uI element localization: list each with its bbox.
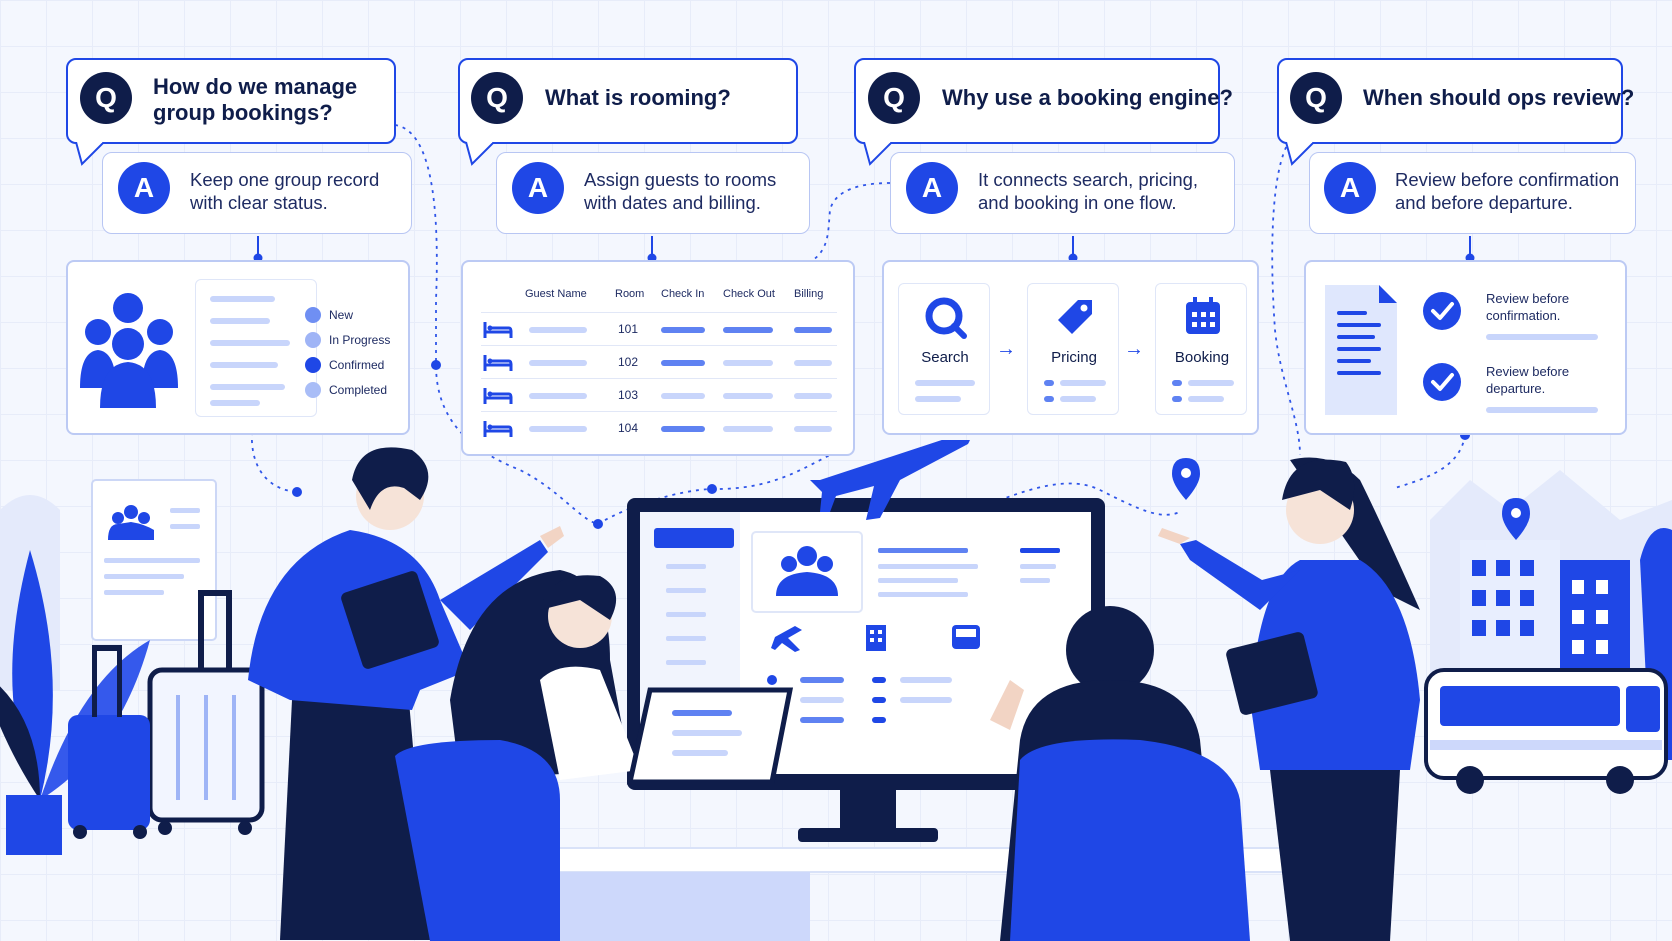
answer-text-2: Assign guests to rooms with dates and bi…: [584, 169, 777, 213]
table-row: 101: [461, 320, 855, 342]
review-item-1: Review before confirmation.: [1486, 291, 1570, 323]
record-line: [210, 400, 260, 406]
record-sheet: [195, 279, 317, 417]
status-dot-confirmed: [305, 357, 321, 373]
answer-text-1: Keep one group record with clear status.: [190, 169, 380, 213]
review-item-2: Review before departure.: [1486, 364, 1570, 396]
search-icon: [925, 297, 967, 339]
status-dot-new: [305, 307, 321, 323]
step-label-search: Search: [921, 349, 969, 366]
bed-icon: [483, 355, 513, 371]
bus-illustration: [1424, 668, 1668, 794]
col-header-check-in: Check In: [661, 288, 705, 300]
question-text-2: What is rooming?: [545, 85, 731, 110]
woman-standing-illustration: [1158, 457, 1420, 941]
profile-card-illustration: [91, 479, 217, 641]
bubble-tail-1: [75, 142, 105, 166]
record-line: [210, 318, 270, 324]
status-label-confirmed: Confirmed: [329, 358, 385, 372]
answer-text-3: It connects search, pricing, and booking…: [978, 169, 1199, 213]
rooming-table-panel: [461, 260, 855, 456]
status-label-new: New: [329, 308, 354, 322]
question-text-1: How do we manage group bookings?: [153, 74, 358, 125]
question-text-4: When should ops review?: [1363, 85, 1635, 110]
team-illustration: [0, 440, 1672, 941]
man-standing-illustration: [248, 447, 564, 940]
q-badge-2: Q: [471, 72, 523, 124]
bubble-tail-2: [465, 142, 495, 166]
a-badge-4: A: [1324, 162, 1376, 214]
room-number: 103: [618, 388, 639, 402]
a-badge-1: A: [118, 162, 170, 214]
record-line: [210, 384, 285, 390]
group-people-icon: [80, 293, 178, 408]
calendar-icon: [1186, 297, 1220, 334]
bed-icon: [483, 388, 513, 404]
table-row: 102: [461, 353, 855, 375]
airplane-icon: [810, 440, 970, 520]
price-tag-icon: [1058, 300, 1092, 334]
bubble-tail-4: [1285, 142, 1315, 166]
a-badge-3: A: [906, 162, 958, 214]
answer-text-4: Review before confirmation and before de…: [1395, 169, 1620, 213]
step-card-booking: Booking: [1155, 283, 1247, 415]
man-seated-illustration: [990, 606, 1250, 941]
step-label-pricing: Pricing: [1051, 349, 1097, 366]
status-dot-in-progress: [305, 332, 321, 348]
room-number: 104: [618, 421, 639, 435]
bed-icon: [483, 421, 513, 437]
record-line: [210, 362, 278, 368]
q-badge-1: Q: [80, 72, 132, 124]
status-label-completed: Completed: [329, 383, 388, 397]
status-dot-completed: [305, 382, 321, 398]
room-number: 102: [618, 355, 639, 369]
woman-seated-illustration: [395, 570, 794, 941]
step-card-pricing: Pricing: [1027, 283, 1119, 415]
flow-arrow-1: →: [996, 338, 1016, 360]
record-line: [210, 296, 275, 302]
record-line: [210, 340, 290, 346]
table-row: 103: [461, 386, 855, 408]
room-number: 101: [618, 322, 639, 336]
col-header-room: Room: [615, 288, 645, 300]
step-label-booking: Booking: [1174, 349, 1230, 366]
question-text-3: Why use a booking engine?: [942, 85, 1233, 110]
document-icon: [1325, 285, 1397, 415]
bubble-tail-3: [863, 142, 893, 166]
col-header-guest-name: Guest Name: [525, 288, 587, 300]
col-header-billing: Billing: [794, 288, 824, 300]
a-badge-2: A: [512, 162, 564, 214]
table-row: 104: [461, 419, 855, 441]
check-circle-icon: [1423, 292, 1461, 330]
step-card-search: Search: [898, 283, 990, 415]
q-badge-4: Q: [1290, 72, 1342, 124]
luggage-illustration: [68, 590, 265, 839]
check-circle-icon: [1423, 363, 1461, 401]
bed-icon: [483, 322, 513, 338]
rooming-table: Guest Name Room Check In Check Out Billi…: [461, 260, 855, 456]
q-badge-3: Q: [868, 72, 920, 124]
flow-arrow-2: →: [1124, 338, 1144, 360]
status-label-in-progress: In Progress: [329, 333, 391, 347]
col-header-check-out: Check Out: [723, 288, 775, 300]
